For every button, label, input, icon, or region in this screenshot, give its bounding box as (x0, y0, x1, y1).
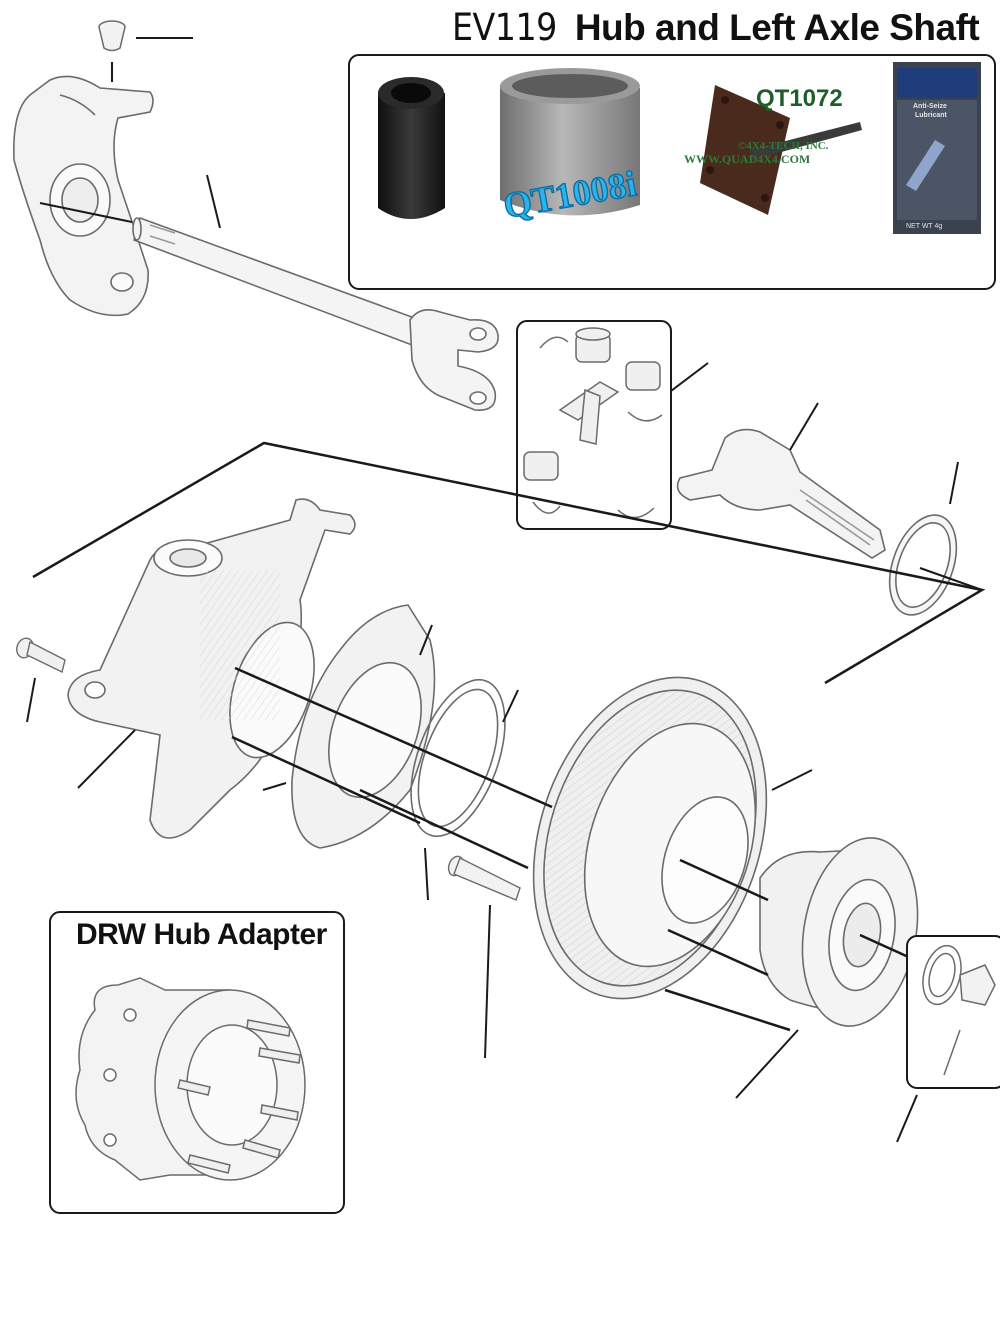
callout-line (735, 1029, 799, 1099)
assembly-axis-line (234, 666, 553, 809)
assembly-axis-line (231, 735, 421, 825)
callout-line (39, 202, 133, 223)
diagram-name: Hub and Left Axle Shaft (574, 7, 980, 48)
axle-nut-socket-image (378, 77, 445, 219)
drw-inset-title: DRW Hub Adapter (76, 918, 327, 951)
puller-watermark-line-1: ©4X4-TECH, INC. (738, 140, 829, 152)
callout-line (670, 362, 709, 392)
callout-line (26, 677, 36, 723)
diagram-code: EV119 (452, 6, 557, 49)
axle-nut-kit-parts (922, 944, 996, 1076)
assembly-axis-line (679, 858, 769, 902)
diagram-title: EV119 Hub and Left Axle Shaft (452, 6, 980, 49)
wheel-hub-part (759, 837, 919, 1027)
u-joint-kit-parts (523, 327, 663, 519)
assembly-axis-line (359, 788, 529, 870)
drw-hub-adapter-part (75, 977, 306, 1181)
packet-line-2: Lubricant (915, 112, 948, 119)
callout-line (771, 769, 813, 791)
callout-line (262, 782, 287, 791)
lower-knuckle-part (67, 498, 356, 839)
axle-shaft-part (132, 216, 499, 411)
assembly-axis-line (664, 988, 791, 1032)
stub-shaft-part (676, 428, 886, 559)
callout-line (77, 729, 136, 789)
thrust-washer-part (888, 514, 958, 616)
assembly-axis-line (667, 928, 769, 977)
callout-line (949, 461, 959, 505)
callout-line (919, 567, 983, 591)
wheel-stud-part (447, 855, 521, 901)
bushing-part (98, 20, 126, 52)
knuckle-bolt-part (16, 637, 66, 674)
packet-line-1: Anti-Seize (913, 103, 947, 110)
puller-watermark-line-2: WWW.QUAD4X4.COM (684, 152, 810, 166)
upper-knuckle-part (13, 75, 154, 317)
anti-seize-packet-image (893, 62, 981, 234)
packet-net-weight: NET WT 4g (906, 223, 942, 230)
callout-line (419, 624, 433, 656)
sleeve-tool-image (500, 68, 640, 216)
callout-line (789, 402, 819, 451)
callout-line (424, 847, 429, 901)
callout-line (206, 174, 221, 229)
callout-line (484, 904, 491, 1059)
hub-puller-tool-image (700, 85, 862, 215)
assembly-axis-line (859, 933, 916, 962)
gasket-part (410, 678, 506, 838)
brake-rotor-part (532, 676, 768, 1000)
callout-line (502, 689, 519, 723)
dust-shield-part (291, 604, 436, 849)
callout-line (896, 1094, 918, 1143)
puller-part-label: QT1072 (756, 85, 843, 112)
assembly-bracket-line (32, 441, 986, 685)
